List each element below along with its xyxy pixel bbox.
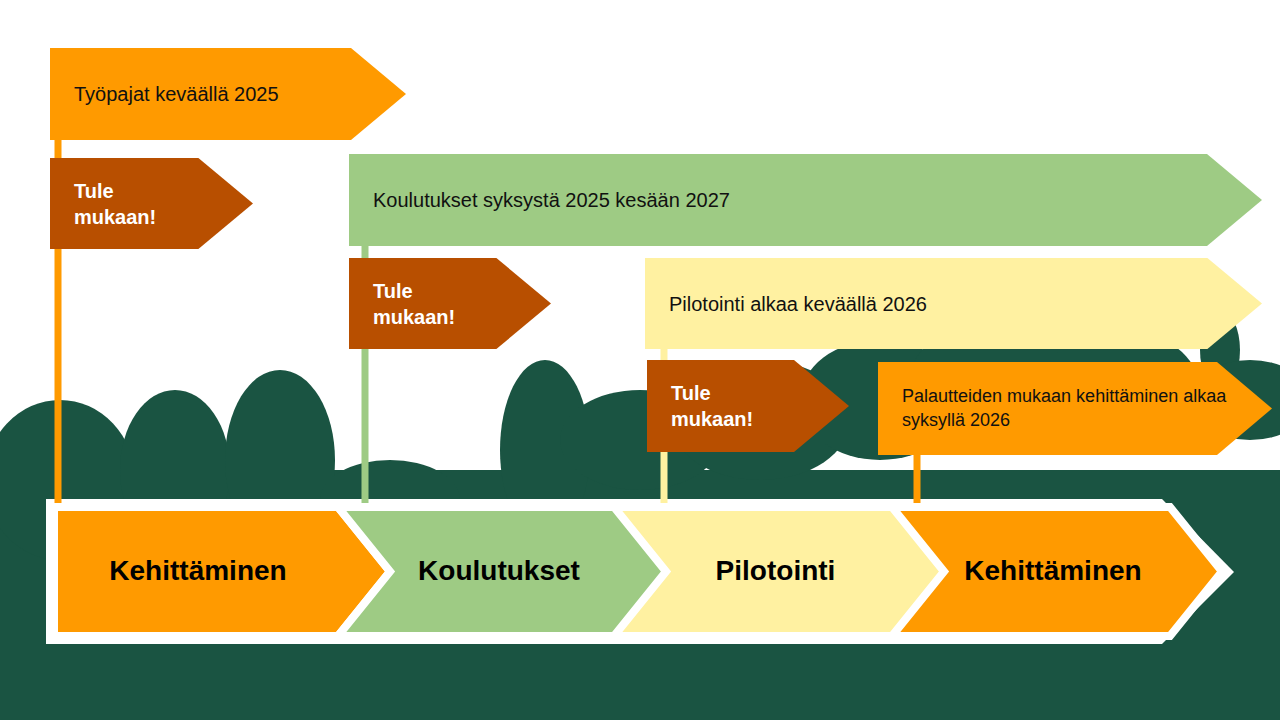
timeline-step: Kehittäminen	[892, 507, 1222, 636]
flag-label: Tule mukaan!	[671, 380, 781, 432]
timeline-step-outline	[54, 507, 390, 636]
phase-flag: Koulutukset syksystä 2025 kesään 2027	[349, 154, 1262, 246]
join-flag-outline	[50, 158, 253, 249]
join-flag-shape	[50, 158, 253, 249]
phase-flag: Työpajat keväällä 2025	[50, 48, 406, 140]
phase-flag: Pilotointi alkaa keväällä 2026	[645, 258, 1262, 349]
flag-label: Pilotointi alkaa keväällä 2026	[669, 291, 927, 317]
timeline-step-outline	[892, 507, 1222, 636]
timeline-step: Koulutukset	[338, 507, 668, 636]
hills	[0, 310, 1280, 720]
phase-flag-outline	[50, 48, 406, 140]
phase-flag-outline	[349, 154, 1262, 246]
join-flag-outline	[647, 360, 849, 452]
step-label: Kehittäminen	[964, 553, 1141, 589]
phase-flag-shape	[878, 362, 1272, 455]
step-label: Kehittäminen	[109, 553, 286, 589]
timeline-step: Kehittäminen	[54, 507, 390, 636]
timeline-step-outline	[614, 507, 945, 636]
join-flag-outline	[349, 258, 551, 349]
timeline-step-outline	[338, 507, 668, 636]
flag-label: Työpajat keväällä 2025	[74, 81, 279, 107]
timeline-step: Pilotointi	[614, 507, 945, 636]
flag-label: Palautteiden mukaan kehittäminen alkaa s…	[902, 385, 1227, 432]
phase-flag: Palautteiden mukaan kehittäminen alkaa s…	[878, 362, 1272, 455]
join-flag: Tule mukaan!	[647, 360, 849, 452]
join-flag-shape	[349, 258, 551, 349]
timeline-frame	[46, 499, 1234, 644]
step-label: Koulutukset	[418, 553, 580, 589]
flag-label: Tule mukaan!	[74, 178, 184, 230]
step-label: Pilotointi	[716, 553, 836, 589]
flag-label: Tule mukaan!	[373, 278, 483, 330]
flag-pole	[914, 454, 921, 508]
join-flag-shape	[647, 360, 849, 452]
flag-label: Koulutukset syksystä 2025 kesään 2027	[373, 187, 730, 213]
join-flag: Tule mukaan!	[50, 158, 253, 249]
join-flag: Tule mukaan!	[349, 258, 551, 349]
phase-flag-outline	[645, 258, 1262, 349]
phase-flag-outline	[878, 362, 1272, 455]
